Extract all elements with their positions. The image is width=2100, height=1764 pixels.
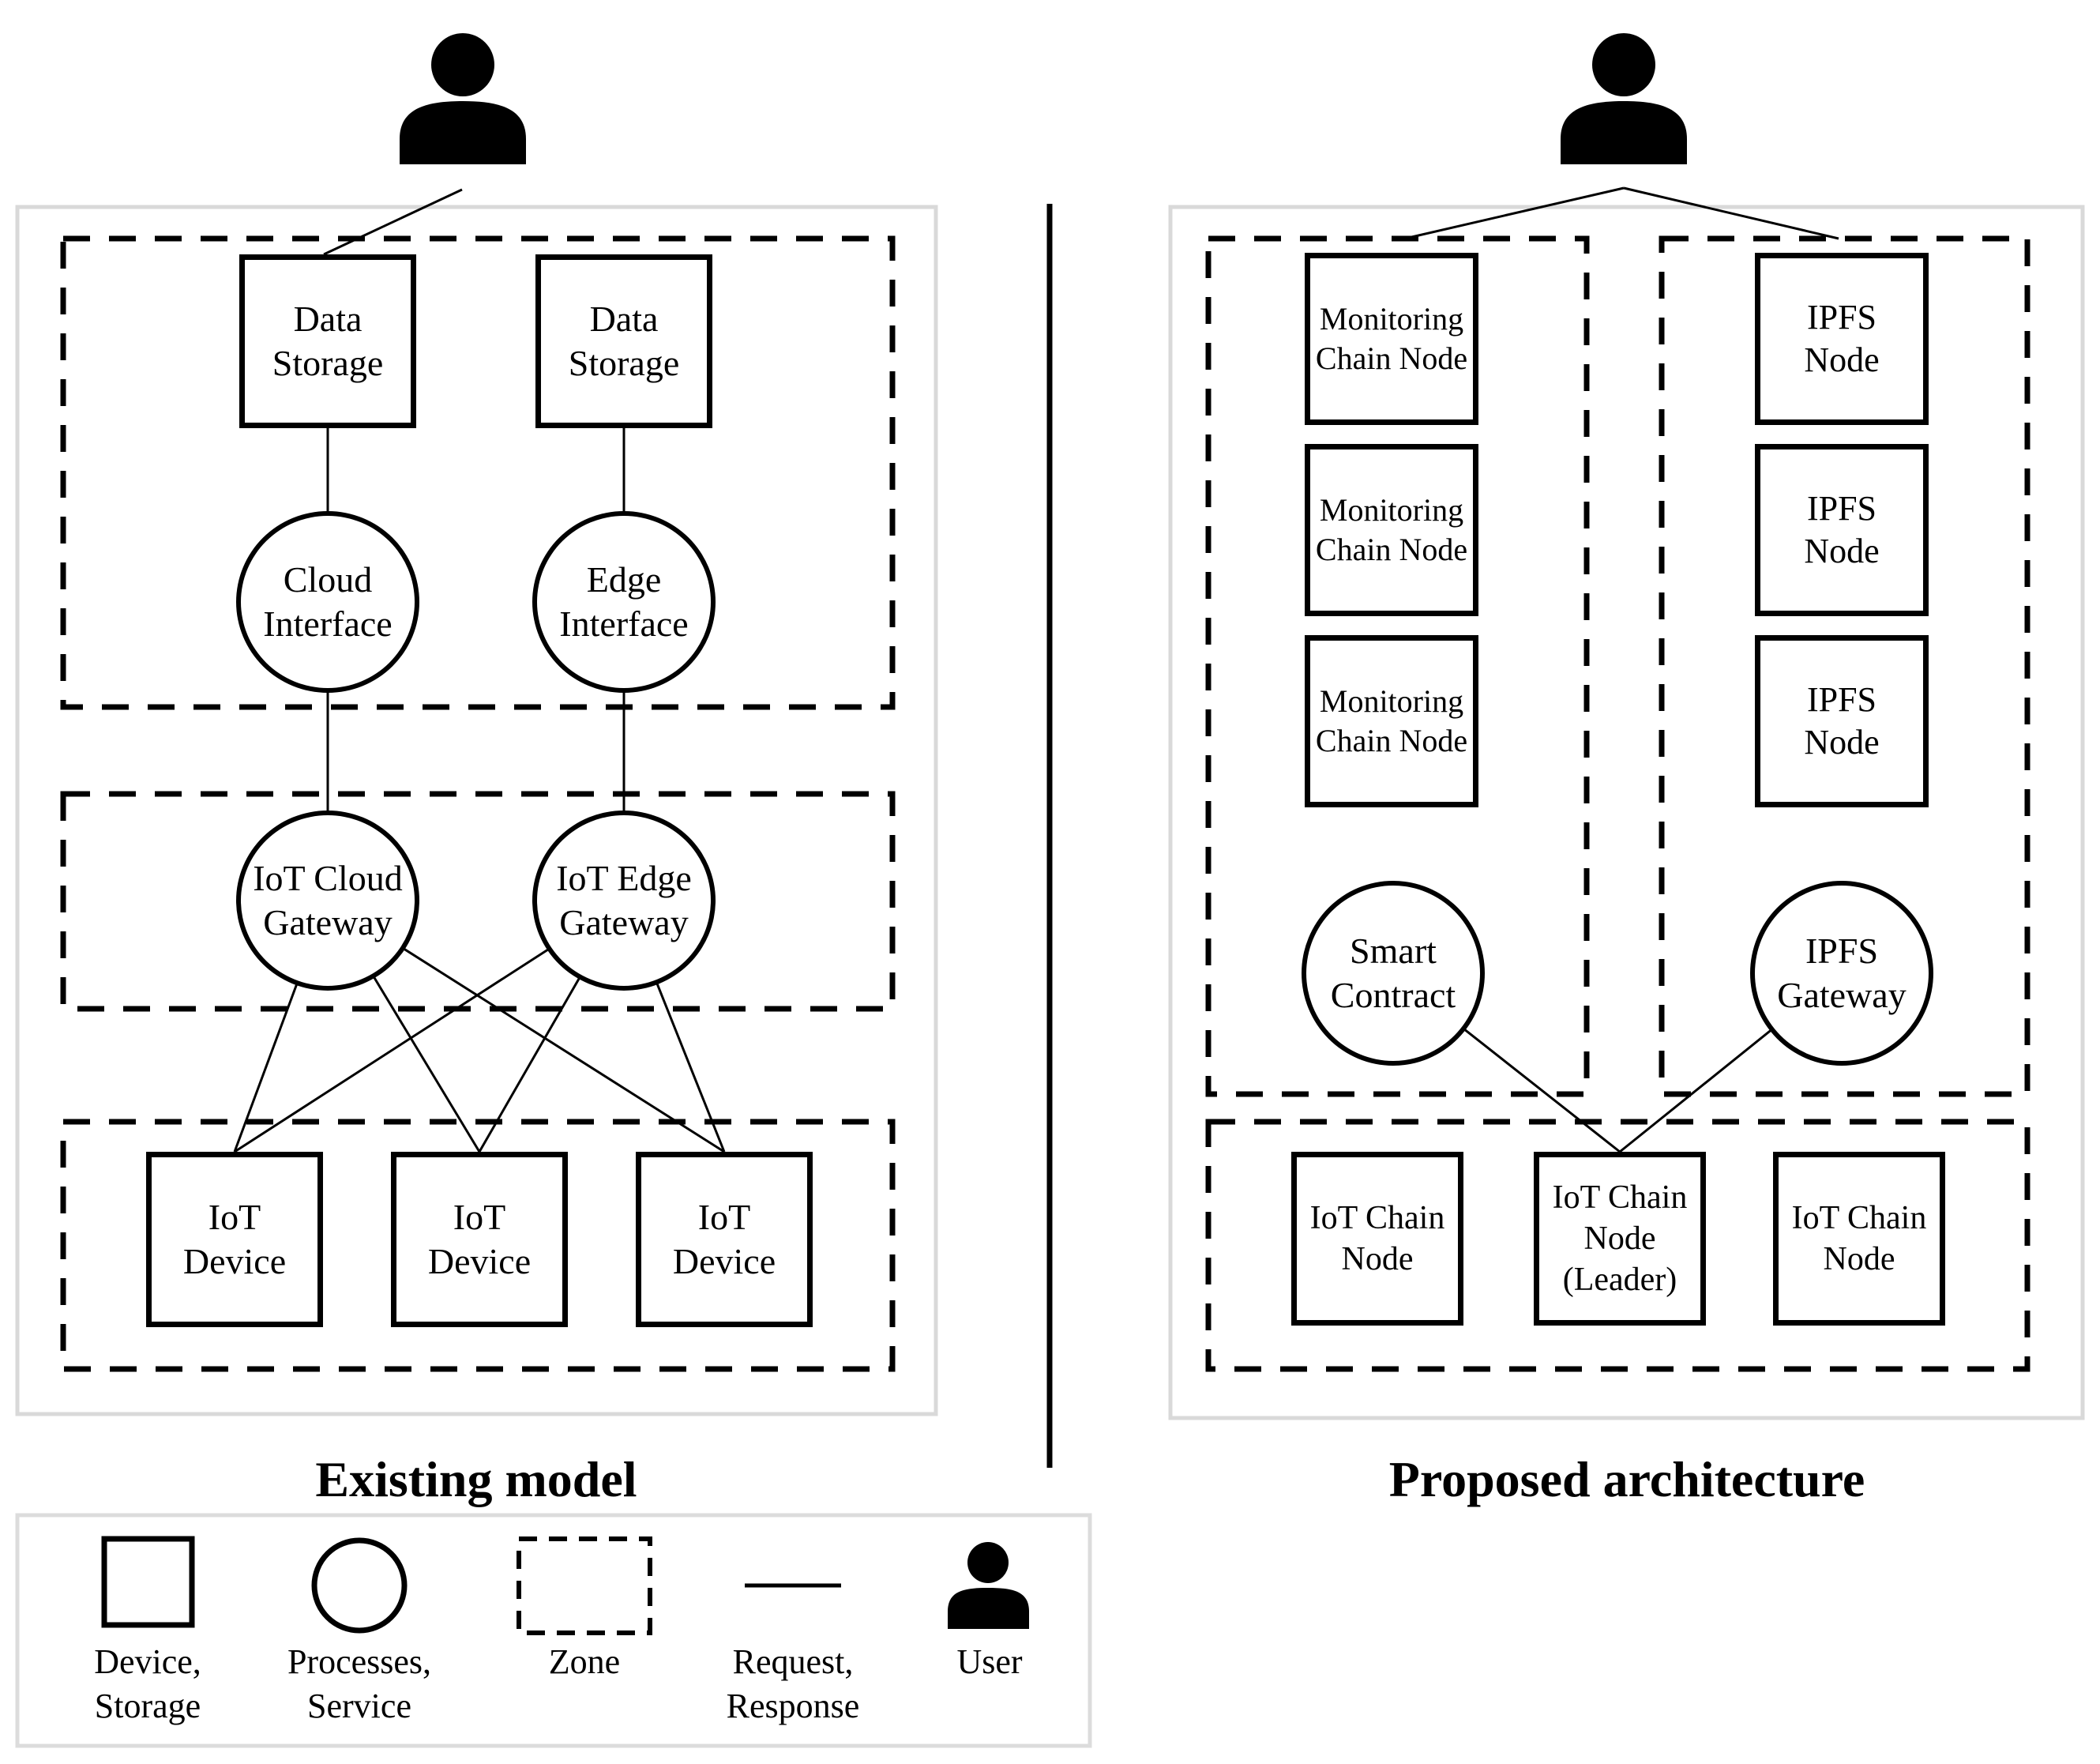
node-iot-chain-node-3: IoT Chain Node	[1773, 1152, 1945, 1326]
node-label: Monitoring Chain Node	[1315, 492, 1468, 567]
node-iot-cloud-gateway: IoT Cloud Gateway	[236, 811, 419, 991]
node-label: IoT Device	[182, 1197, 287, 1281]
user-icon	[400, 33, 526, 164]
processes-service-symbol	[311, 1537, 408, 1634]
node-iot-device-2: IoT Device	[391, 1152, 568, 1327]
cloud-edge-zone	[60, 235, 896, 710]
ipfs-zone	[1659, 235, 2031, 1097]
node-label: IPFS Gateway	[1777, 931, 1907, 1015]
user-to-monitoring-zone-line	[1397, 186, 1625, 242]
monitoring-chain-zone	[1205, 235, 1590, 1097]
node-label: Smart Contract	[1330, 931, 1456, 1015]
zone-symbol	[517, 1536, 652, 1635]
node-label: Monitoring Chain Node	[1315, 301, 1468, 376]
node-label: Data Storage	[272, 299, 384, 383]
node-iot-edge-gateway: IoT Edge Gateway	[532, 811, 716, 991]
node-edge-interface: Edge Interface	[532, 511, 716, 693]
node-label: IoT Cloud Gateway	[253, 858, 403, 942]
legend-label-user: User	[956, 1642, 1023, 1681]
node-label: Monitoring Chain Node	[1315, 683, 1468, 758]
iot-chain-zone	[1205, 1119, 2031, 1372]
legend-label-processes-service: Processes, Service	[287, 1642, 432, 1725]
legend-box	[15, 1513, 1092, 1748]
node-monitoring-chain-3: Monitoring Chain Node	[1305, 635, 1478, 807]
node-smart-contract: Smart Contract	[1302, 881, 1485, 1066]
node-ipfs-node-2: IPFS Node	[1755, 444, 1929, 616]
legend-label-device-storage: Device, Storage	[94, 1642, 201, 1725]
gateway-zone	[60, 791, 896, 1012]
user-to-ipfs-zone-line	[1623, 186, 1839, 240]
node-cloud-interface: Cloud Interface	[236, 511, 419, 693]
node-ipfs-node-1: IPFS Node	[1755, 253, 1929, 425]
node-label: IPFS Node	[1804, 680, 1880, 762]
node-iot-device-1: IoT Device	[146, 1152, 323, 1327]
legend-label-zone: Zone	[548, 1642, 621, 1681]
existing-model-title: Existing model	[315, 1451, 637, 1507]
node-label: IPFS Node	[1804, 298, 1880, 379]
proposed-architecture-title: Proposed architecture	[1388, 1451, 1865, 1507]
node-label: Edge Interface	[559, 559, 689, 644]
node-ipfs-gateway: IPFS Gateway	[1750, 881, 1933, 1066]
node-data-storage-1: Data Storage	[239, 254, 416, 428]
existing-model-container	[15, 205, 938, 1416]
node-label: IoT Chain Node (Leader)	[1552, 1179, 1688, 1298]
node-label: IoT Edge Gateway	[556, 858, 692, 942]
node-iot-chain-node-1: IoT Chain Node	[1291, 1152, 1463, 1326]
node-monitoring-chain-2: Monitoring Chain Node	[1305, 444, 1478, 616]
node-label: IoT Device	[672, 1197, 776, 1281]
node-label: IoT Device	[427, 1197, 532, 1281]
device-zone	[60, 1119, 896, 1372]
node-label: Data Storage	[568, 299, 680, 383]
legend-label-request-response: Request, Response	[726, 1642, 860, 1725]
user-icon	[1561, 33, 1687, 164]
node-iot-device-3: IoT Device	[636, 1152, 813, 1327]
node-monitoring-chain-1: Monitoring Chain Node	[1305, 253, 1478, 425]
node-label: Cloud Interface	[263, 559, 393, 644]
node-label: IoT Chain Node	[1791, 1200, 1927, 1277]
node-label: IoT Chain Node	[1309, 1200, 1445, 1277]
device-storage-symbol	[101, 1536, 195, 1628]
node-data-storage-2: Data Storage	[535, 254, 712, 428]
node-iot-chain-node-leader: IoT Chain Node (Leader)	[1534, 1152, 1706, 1326]
node-ipfs-node-3: IPFS Node	[1755, 635, 1929, 807]
user-to-storage-line	[323, 188, 463, 256]
user-icon	[948, 1542, 1029, 1629]
node-label: IPFS Node	[1804, 489, 1880, 570]
proposed-architecture-container	[1168, 205, 2085, 1420]
